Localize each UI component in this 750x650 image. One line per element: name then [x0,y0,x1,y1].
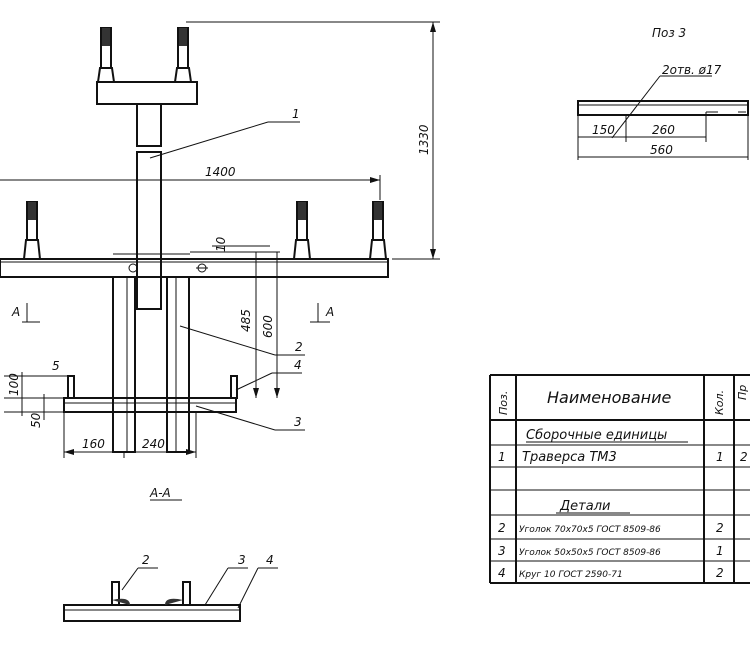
svg-text:2: 2 [716,521,724,535]
insulator-pin [22,201,42,260]
svg-text:3: 3 [238,553,246,567]
svg-text:2: 2 [716,566,724,580]
svg-text:4: 4 [498,566,506,580]
angle-legs [112,276,190,453]
dim-10: 10 [212,236,270,252]
svg-text:Уголок 70х70х5 ГОСТ 8509-86: Уголок 70х70х5 ГОСТ 8509-86 [519,525,661,535]
view-title: Поз 3 [652,26,686,40]
insulator-pin [96,27,116,83]
post [136,151,162,310]
hole-note: 2отв. ø17 [662,63,722,77]
lower-angle [63,375,238,413]
svg-text:3: 3 [498,544,506,558]
svg-text:1: 1 [498,450,506,464]
dim-100-50: 100 50 [4,372,64,428]
svg-text:2: 2 [740,450,748,464]
svg-text:2: 2 [295,340,303,354]
insulator-pin [173,27,193,83]
crossarm [0,253,389,278]
svg-text:4: 4 [294,358,302,372]
insulator-pin [368,201,388,260]
callout-aa-4: 4 [237,553,278,609]
table-row: 2 Уголок 70х70х5 ГОСТ 8509-86 2 [498,521,724,535]
svg-text:Круг 10 ГОСТ 2590-71: Круг 10 ГОСТ 2590-71 [519,570,623,580]
svg-text:1: 1 [716,450,724,464]
svg-text:3: 3 [294,415,302,429]
section-title: А-А [149,486,171,500]
table-row: 1 Траверса ТМ3 1 2 [498,450,748,465]
svg-text:2: 2 [142,553,150,567]
callout-1: 1 [149,107,300,159]
svg-text:Уголок 50х50х5 ГОСТ 8509-86: Уголок 50х50х5 ГОСТ 8509-86 [519,548,661,558]
dim-height-total: 1330 [186,21,440,260]
dim-150-label: 150 [592,123,615,137]
top-bracket [96,27,198,147]
dim-240-label: 240 [142,437,165,451]
table-row: 3 Уголок 50х50х5 ГОСТ 8509-86 1 [498,544,724,558]
dim-5-label: 5 [52,359,60,373]
svg-text:1: 1 [716,544,724,558]
callout-4: 4 [235,358,302,391]
svg-text:Траверса ТМ3: Траверса ТМ3 [522,450,617,465]
callout-aa-2: 2 [121,553,158,591]
section-mark-label: А [325,305,334,319]
dim-260-label: 260 [652,123,675,137]
header-note: Пр [736,385,749,400]
dim-600-label: 600 [261,315,275,338]
callout-3: 3 [195,405,305,431]
header-name: Наименование [547,388,671,407]
dim-5: 5 [50,359,68,377]
dim-1400: 1400 [205,165,236,179]
callout-2: 2 [179,325,305,356]
header-qty: Кол. [713,390,726,415]
svg-text:1: 1 [292,107,300,121]
section-aa: А-А 2 3 4 [63,486,278,622]
parts-header: Детали [559,499,610,514]
table-row: 4 Круг 10 ГОСТ 2590-71 2 [498,566,724,580]
dim-top-span: 1400 [0,165,381,200]
callout-aa-3: 3 [204,553,248,606]
section-mark-label: А [11,305,20,319]
dim-bottom: 160 240 [63,412,197,458]
dim-560-label: 560 [650,143,673,157]
dim-50-label: 50 [29,412,43,428]
dim-485-600: 485 600 [190,251,280,398]
dim-485-label: 485 [239,309,253,332]
section-mark-right: А [310,303,334,323]
poz3-detail: Поз 3 2отв. ø17 150 260 560 [577,26,749,160]
insulator-pin [292,201,312,260]
header-pos: Поз. [497,391,510,415]
svg-text:4: 4 [266,553,274,567]
dim-1330: 1330 [417,124,431,155]
dim-10-label: 10 [214,236,228,252]
svg-text:2: 2 [498,521,506,535]
dim-100-label: 100 [7,373,21,396]
dim-160-label: 160 [82,437,105,451]
spec-table: Поз. Наименование Кол. Пр Сборочные един… [489,374,750,584]
section-mark-left: А [11,303,40,323]
assembly-header: Сборочные единицы [526,428,667,443]
